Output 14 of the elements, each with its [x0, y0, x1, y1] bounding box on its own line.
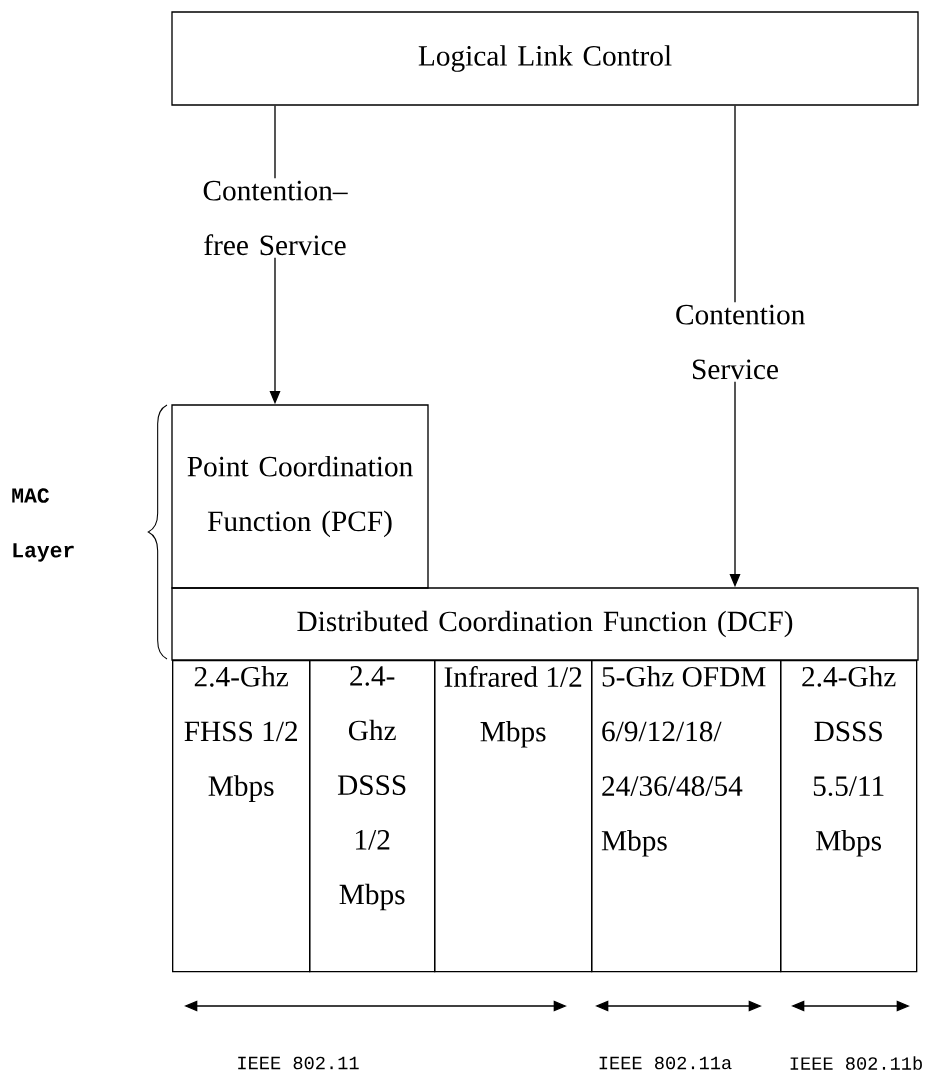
- edge-label: Contention Service: [676, 304, 805, 380]
- standard-label: IEEE 802.11: [238, 1056, 359, 1070]
- box: Point Coordination Function (PCF): [171, 404, 429, 589]
- cell: 5-Ghz OFDM 6/9/12/18/ 24/36/48/54 Mbps: [591, 660, 782, 973]
- layer-label: MAC Layer: [12, 488, 74, 562]
- cell: 2.4-Ghz FHSS 1/2 Mbps: [172, 660, 311, 973]
- cell: 2.4- Ghz DSSS 1/2 Mbps: [309, 660, 436, 973]
- cell: 2.4-Ghz DSSS 5.5/11 Mbps: [780, 660, 918, 973]
- cell: Infrared 1/2 Mbps: [434, 660, 593, 973]
- standard-label: IEEE 802.11b: [790, 1056, 922, 1070]
- box: Logical Link Control: [171, 11, 919, 106]
- standard-label: IEEE 802.11a: [599, 1056, 732, 1070]
- edge-label: Contention–free Service: [203, 180, 348, 256]
- box: Distributed Coordination Function (DCF): [171, 587, 919, 661]
